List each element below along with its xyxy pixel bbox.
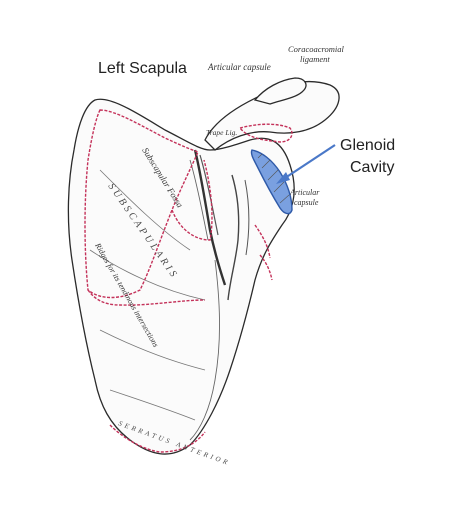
glenoid-label-line1: Glenoid [340, 137, 395, 154]
label-articular-capsule-top: Articular capsule [207, 62, 271, 72]
bone-shading [89, 149, 250, 441]
glenoid-hatching [257, 153, 290, 204]
label-articular-capsule-right-2: capsule [294, 198, 319, 207]
label-trapezoid: Trape Lig. [206, 128, 237, 137]
glenoid-callout-arrow [276, 144, 336, 184]
acromion-process [204, 80, 340, 151]
figure-title: Left Scapula [98, 60, 187, 77]
coracoid-process [253, 77, 307, 105]
glenoid-cavity-highlight [250, 149, 293, 215]
glenoid-label-line2: Cavity [350, 159, 394, 176]
muscle-attachment-outlines [84, 109, 293, 453]
label-coracoacromial-1: Coracoacromial [288, 44, 345, 54]
label-coracoacromial-2: ligament [300, 54, 330, 64]
label-articular-capsule-right-1: Articular [289, 188, 320, 197]
